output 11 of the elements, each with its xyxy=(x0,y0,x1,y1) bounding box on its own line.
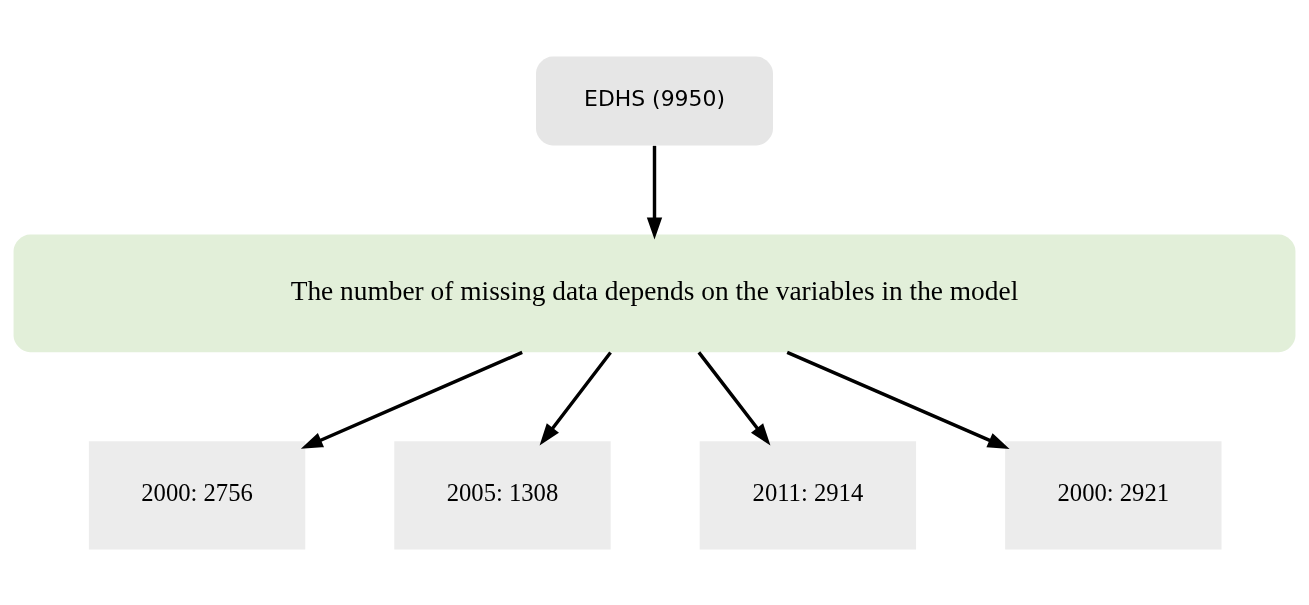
node-box: 2000: 2921 xyxy=(1005,440,1222,549)
arrow xyxy=(539,350,612,445)
arrow xyxy=(786,350,1010,449)
arrow xyxy=(697,350,771,445)
node-box: The number of missing data depends on the variables in the model xyxy=(13,234,1296,352)
node-box: 2011: 2914 xyxy=(699,440,917,549)
node-box: EDHS (9950) xyxy=(536,56,773,145)
node-box: 2005: 1308 xyxy=(394,440,611,549)
node-box: 2000: 2756 xyxy=(88,440,306,549)
arrow xyxy=(646,145,663,239)
arrow xyxy=(300,350,523,449)
